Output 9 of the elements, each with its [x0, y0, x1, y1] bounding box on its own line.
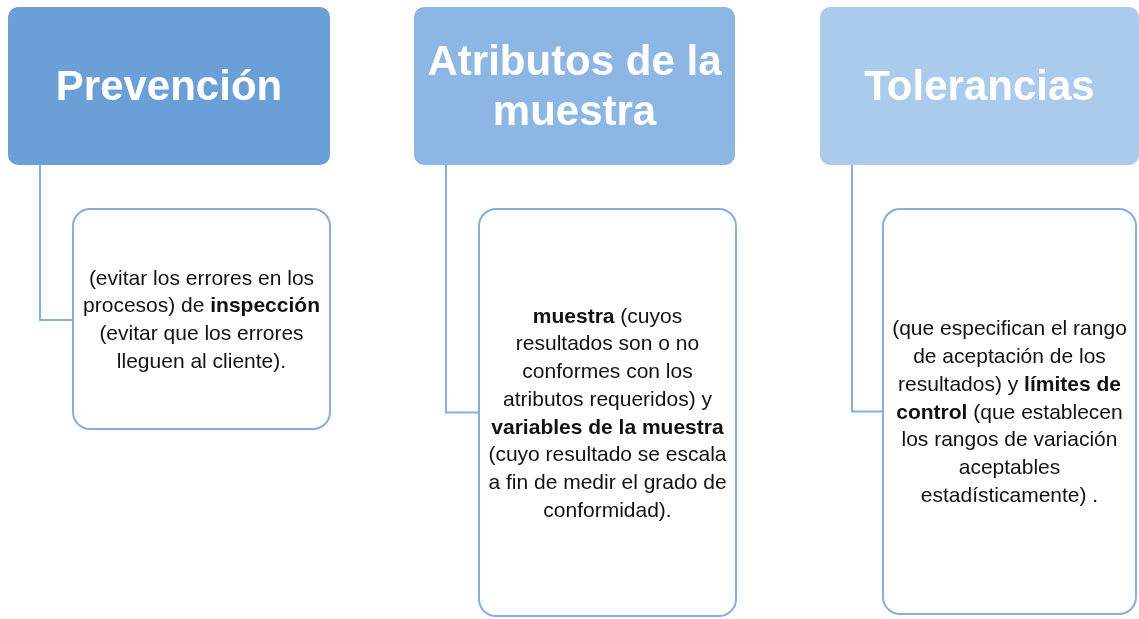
header-box: Prevención [8, 7, 330, 165]
text-box: muestra (cuyos resultados son o no conformes con los atributos requeridos) y variables de la muestra (cuyo resultado se escala a fin de medir el grado de conformidad). [478, 208, 737, 617]
text-box: (evitar los errores en los procesos) de inspección (evitar que los errores lleguen al cliente). [72, 208, 331, 430]
connector-line [851, 164, 883, 413]
connector-line [39, 164, 73, 321]
header-box: Atributos de la muestra [414, 7, 735, 165]
header-box: Tolerancias [820, 7, 1139, 165]
text-box: (que especifican el rango de aceptación de los resultados) y límites de control (que establecen los rangos de variación aceptables estadísticamente) . [882, 208, 1137, 615]
connector-line [445, 164, 479, 414]
